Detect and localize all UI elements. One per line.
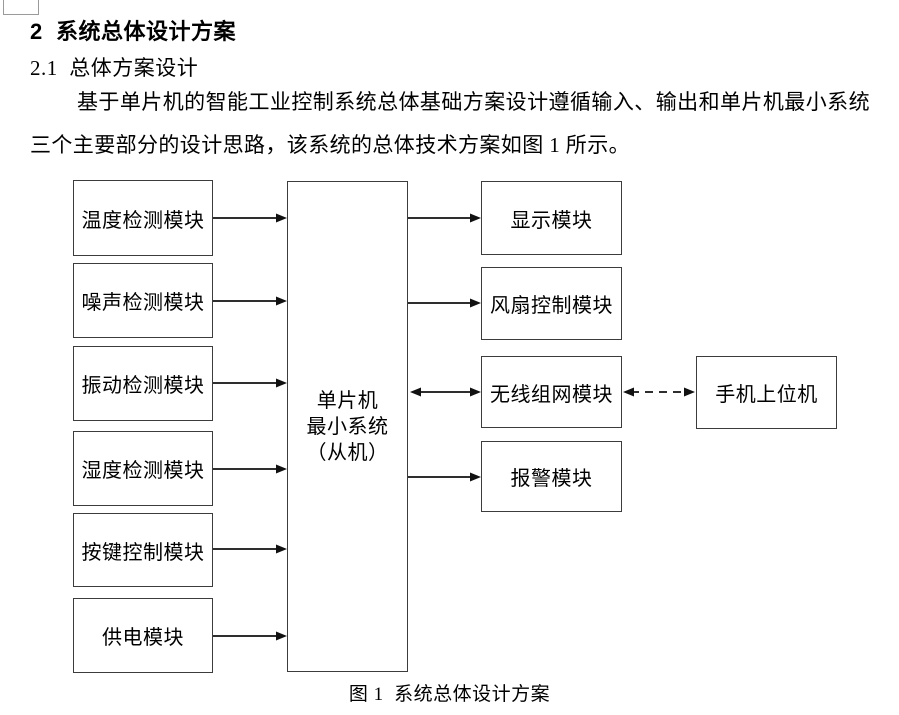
arrow-mcu-wireless-two-way [410, 387, 481, 397]
mcu-box-line1: 单片机 [316, 389, 379, 412]
input-box-keys: 按键控制模块 [73, 513, 213, 587]
input-box-power: 供电模块 [73, 598, 213, 673]
arrow-temperature-to-mcu [213, 213, 287, 223]
output-box-alarm: 报警模块 [481, 441, 622, 512]
subsection-heading: 2.1 总体方案设计 [30, 56, 199, 80]
arrow-mcu-to-alarm [408, 472, 481, 482]
remote-box-phone-label: 手机上位机 [715, 384, 818, 406]
input-box-temperature-label: 温度检测模块 [81, 209, 205, 232]
body-paragraph: 基于单片机的智能工业控制系统总体基础方案设计遵循输入、输出和单片机最小系统三个主… [30, 90, 870, 157]
output-box-fan: 风扇控制模块 [481, 267, 622, 340]
section-heading: 2 系统总体设计方案 [30, 19, 236, 44]
input-box-keys-label: 按键控制模块 [81, 541, 205, 564]
input-box-noise-label: 噪声检测模块 [81, 292, 205, 314]
input-box-temperature: 温度检测模块 [73, 180, 213, 256]
output-box-display-label: 显示模块 [510, 209, 593, 232]
input-box-vibration-label: 振动检测模块 [81, 375, 205, 397]
mcu-box: 单片机 最小系统 （从机） [287, 181, 408, 672]
arrow-mcu-to-fan [408, 298, 481, 308]
arrow-keys-to-mcu [213, 544, 287, 554]
page-margin-artifact [3, 0, 39, 15]
output-box-wireless: 无线组网模块 [481, 356, 622, 428]
arrow-wireless-phone-dashed-two-way [623, 387, 695, 397]
input-box-power-label: 供电模块 [102, 627, 184, 649]
arrow-noise-to-mcu [213, 296, 287, 306]
input-box-vibration: 振动检测模块 [73, 346, 213, 421]
figure-caption: 图 1 系统总体设计方案 [348, 684, 551, 705]
arrow-mcu-to-display [408, 213, 481, 223]
output-box-fan-label: 风扇控制模块 [490, 295, 613, 317]
arrow-humidity-to-mcu [213, 464, 287, 474]
remote-box-phone: 手机上位机 [696, 356, 837, 429]
output-box-alarm-label: 报警模块 [510, 468, 593, 490]
arrow-power-to-mcu [213, 631, 287, 641]
output-box-wireless-label: 无线组网模块 [490, 383, 613, 406]
input-box-noise: 噪声检测模块 [73, 263, 213, 338]
mcu-box-line2: 最小系统 [306, 415, 389, 438]
input-box-humidity-label: 湿度检测模块 [81, 460, 205, 482]
input-box-humidity: 湿度检测模块 [73, 431, 213, 506]
mcu-box-line3: （从机） [306, 441, 389, 464]
output-box-display: 显示模块 [481, 181, 622, 255]
arrow-vibration-to-mcu [213, 378, 287, 388]
